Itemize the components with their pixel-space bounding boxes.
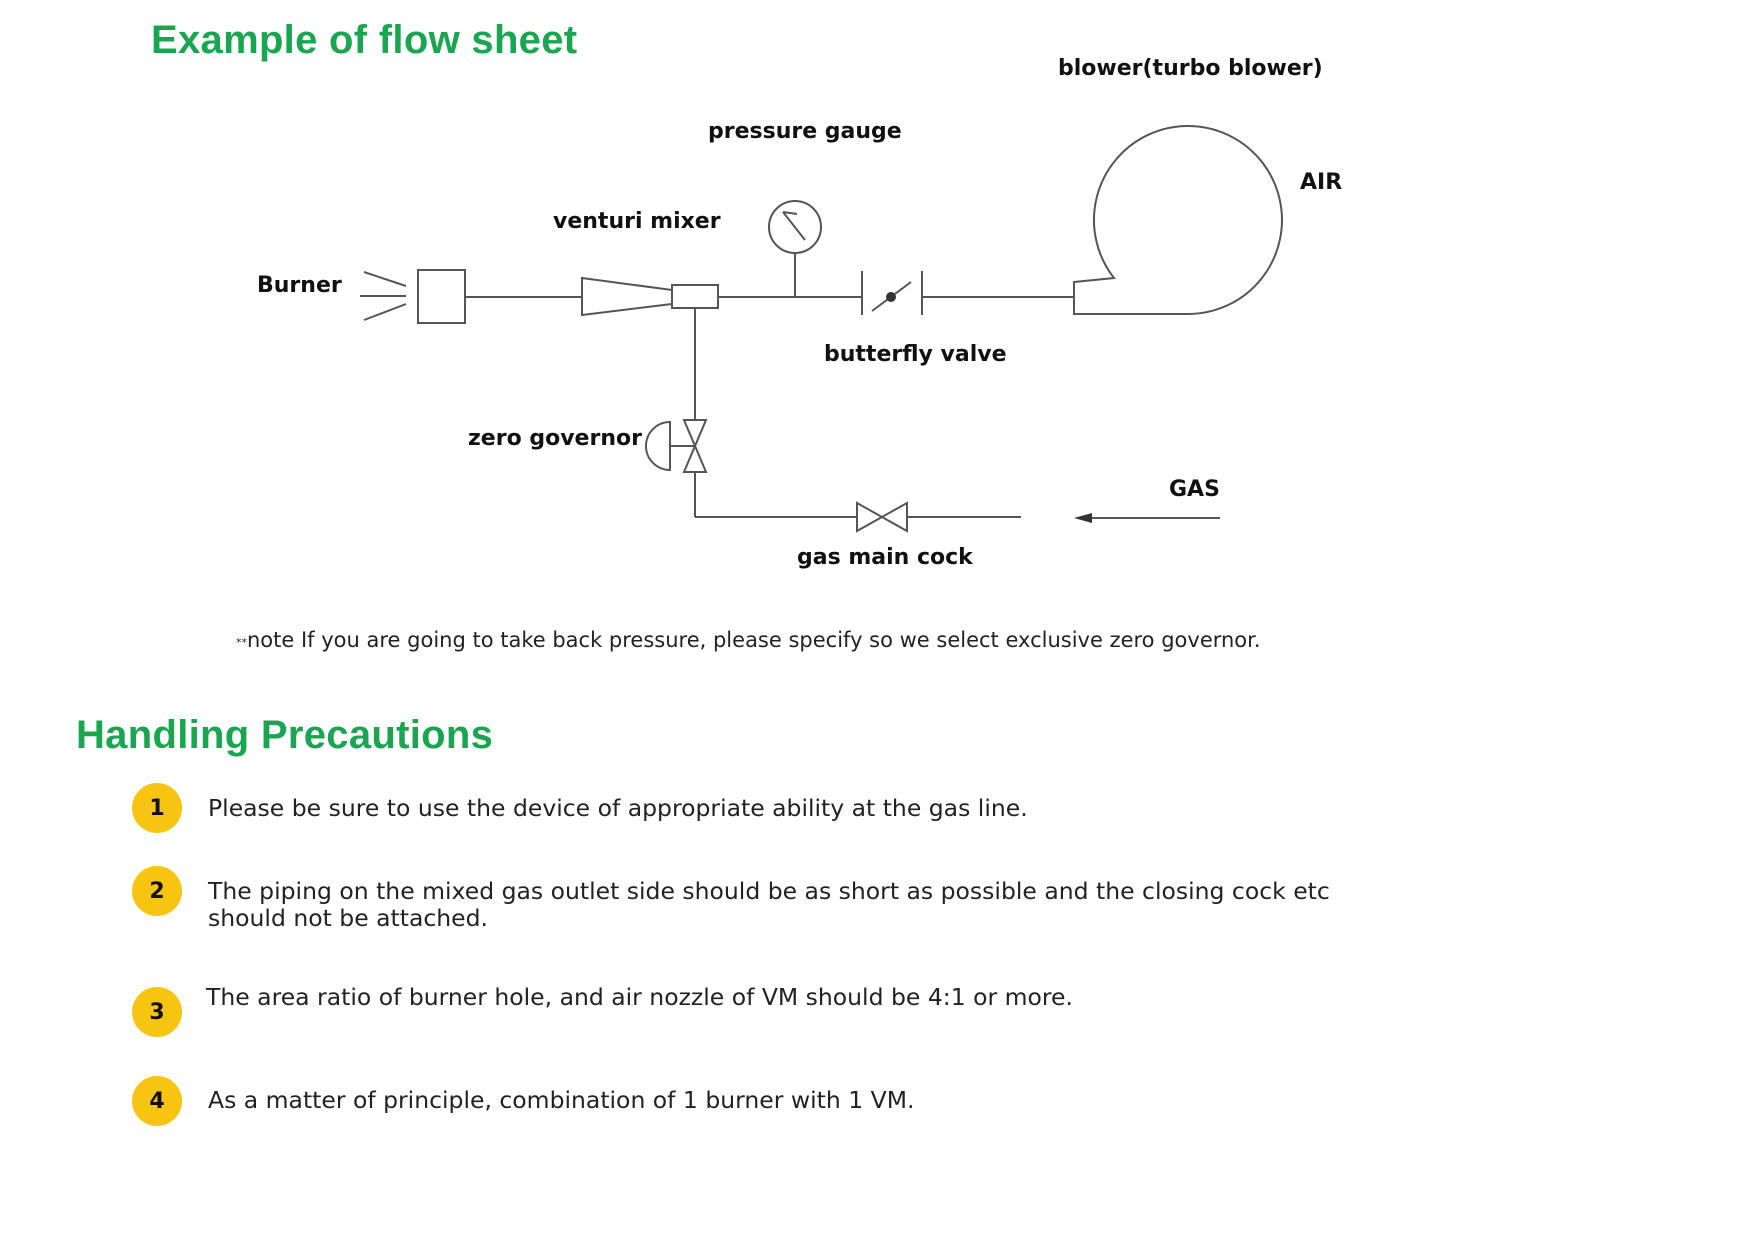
note-body: note If you are going to take back press… [247,628,1261,652]
page-title: Example of flow sheet [151,18,578,62]
number-badge: 1 [132,783,182,833]
gas-arrow-icon [1074,513,1092,523]
pressure-gauge-icon [768,200,822,297]
precaution-text: The area ratio of burner hole, and air n… [206,983,1073,1011]
precaution-text: Please be sure to use the device of appr… [208,794,1028,822]
gas-main-cock-icon [856,501,908,533]
burner-nozzle-icon [360,269,466,324]
label-zero-governor: zero governor [468,426,642,451]
precaution-text: The piping on the mixed gas outlet side … [208,877,1330,932]
label-burner: Burner [257,273,342,298]
label-butterfly-valve: butterfly valve [824,342,1007,367]
label-gas-main-cock: gas main cock [797,545,974,570]
note-prefix: ** [236,636,247,649]
label-blower: blower(turbo blower) [1058,56,1323,81]
label-gas: GAS [1169,477,1220,502]
flow-sheet-diagram: blower(turbo blower) pressure gauge AIR … [257,56,1342,570]
number-badge: 4 [132,1076,182,1126]
note-text: **note If you are going to take back pre… [236,628,1261,652]
butterfly-valve-icon [861,271,923,315]
section-title: Handling Precautions [76,713,494,757]
precaution-text: As a matter of principle, combination of… [208,1086,915,1114]
blower-icon [1073,125,1283,315]
label-venturi-mixer: venturi mixer [553,209,721,234]
number-badge: 3 [132,987,182,1037]
label-air: AIR [1300,170,1342,195]
zero-governor-icon [645,419,708,473]
venturi-mixer-icon [581,276,719,317]
label-pressure-gauge: pressure gauge [708,119,902,144]
number-badge: 2 [132,866,182,916]
